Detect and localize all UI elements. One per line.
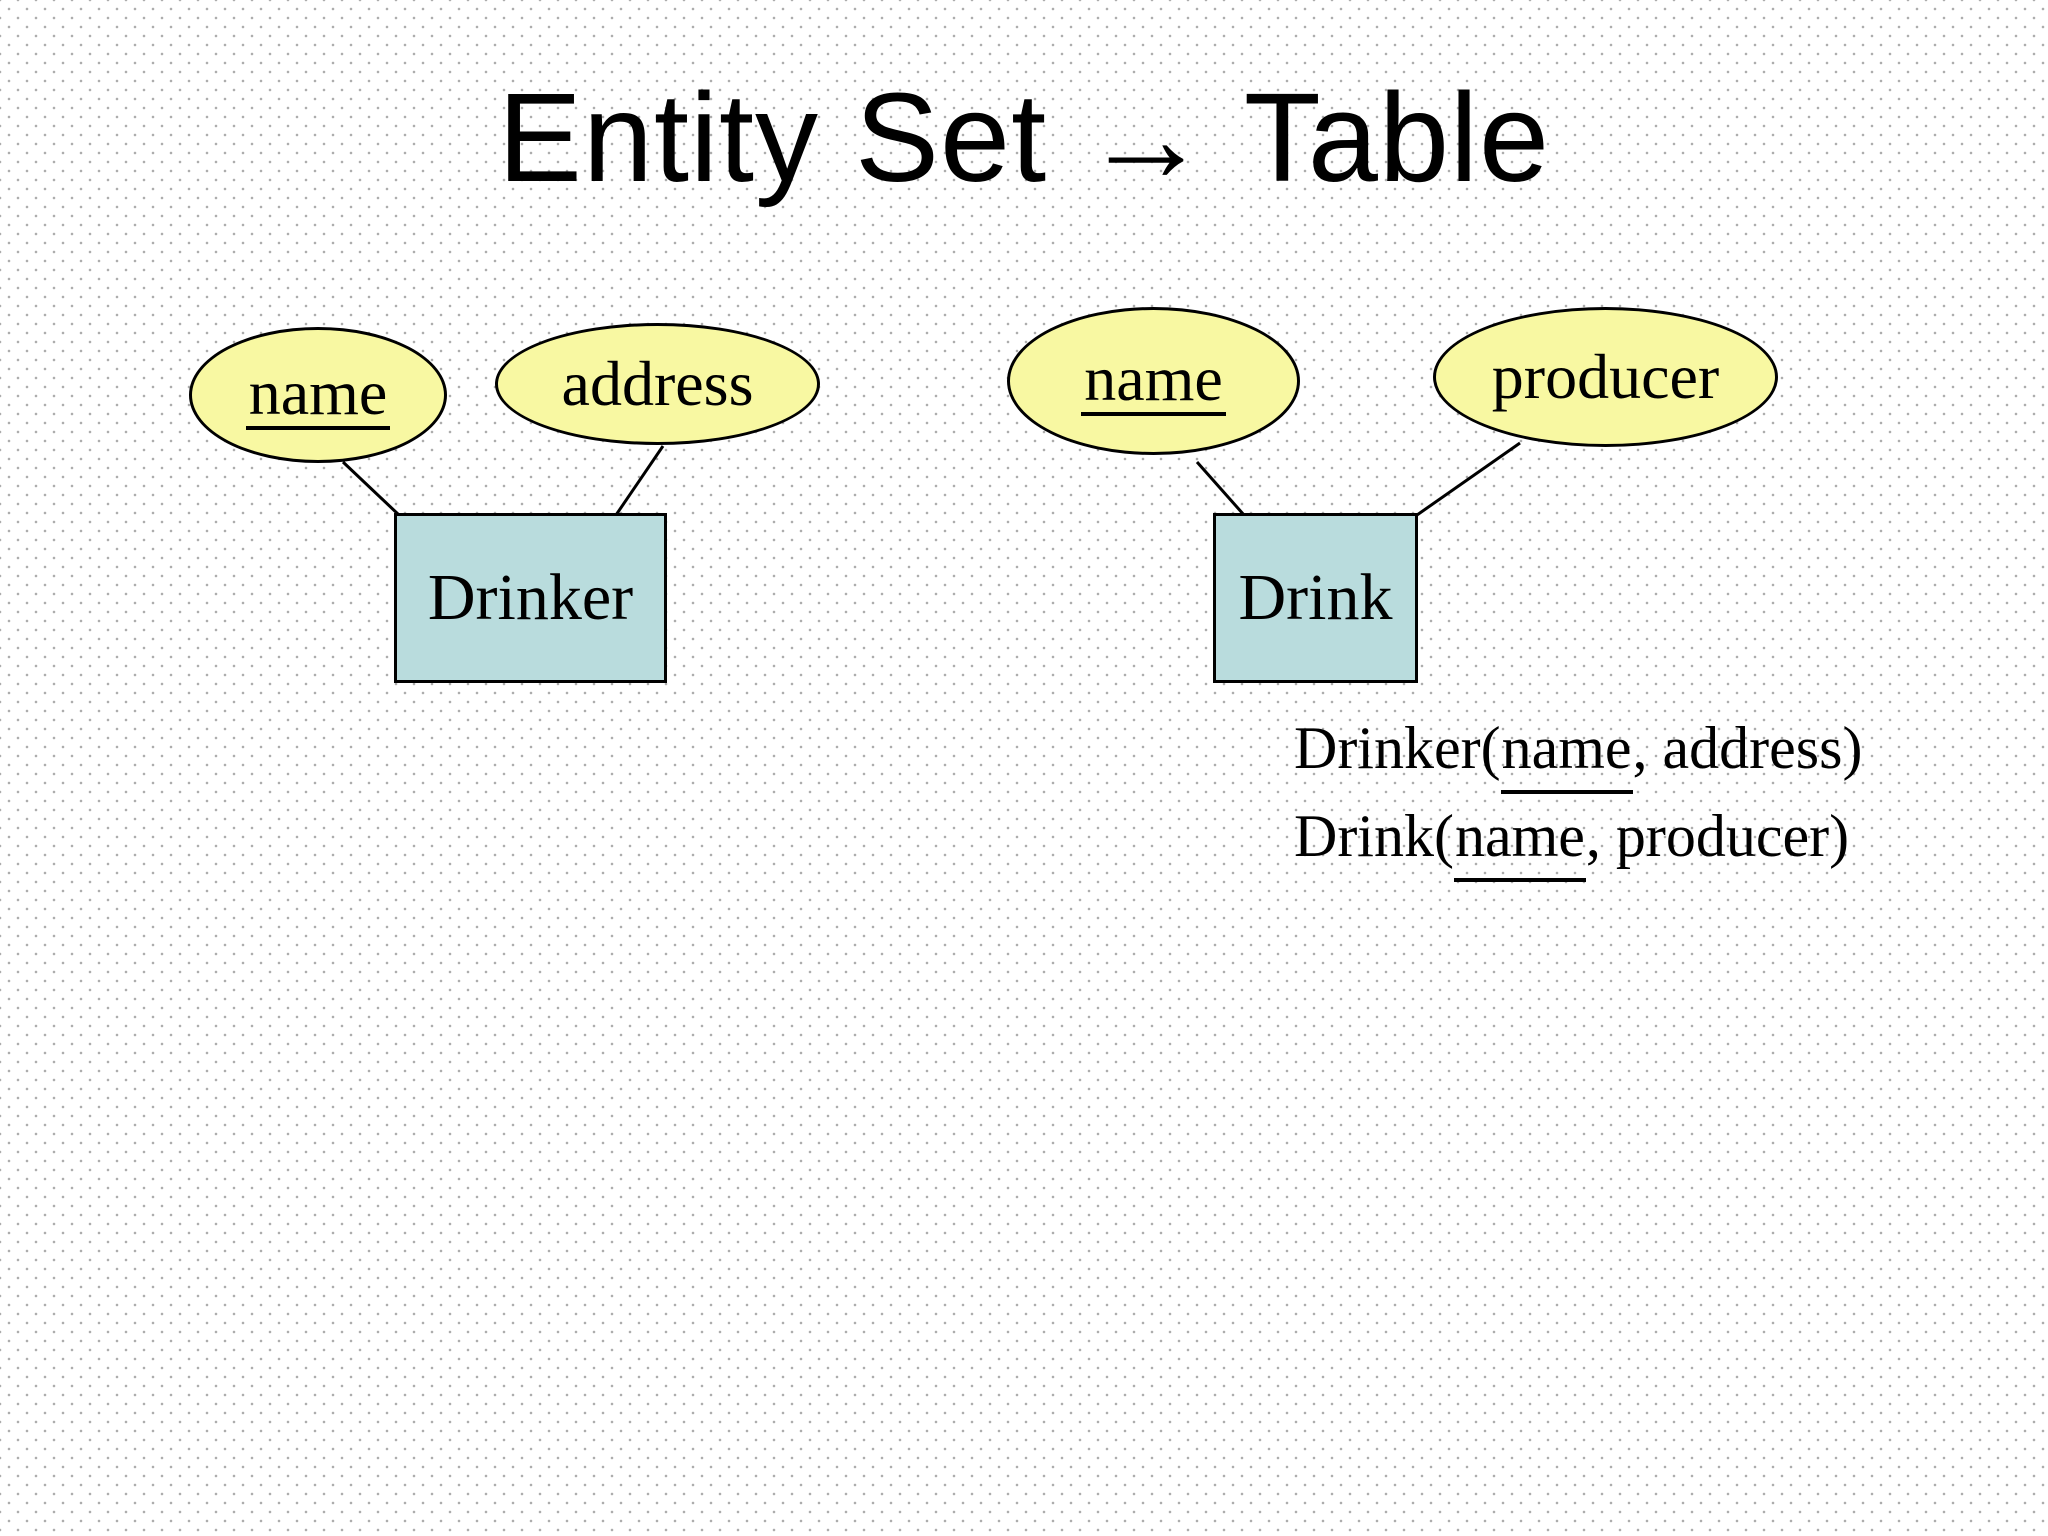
attribute-ellipse-drink-producer: producer — [1433, 307, 1778, 447]
connector-producer-to-drink — [1416, 441, 1521, 517]
schema-line-drinker: Drinker(name, address) — [1294, 706, 1862, 794]
entity-box-drink: Drink — [1213, 513, 1418, 683]
attribute-label-drink-name: name — [1081, 346, 1226, 416]
slide-title: Entity Set → Table — [497, 67, 1551, 208]
attribute-label-drinker-address: address — [561, 348, 754, 419]
attribute-ellipse-drinker-name: name — [189, 327, 447, 463]
schema-drinker-prefix: Drinker( — [1294, 715, 1501, 781]
attribute-ellipse-drink-name: name — [1007, 307, 1300, 455]
schema-drink-suffix: , producer) — [1585, 803, 1850, 869]
connector-address-to-drinker — [614, 445, 665, 516]
schema-drink-prefix: Drink( — [1294, 803, 1454, 869]
connector-name-to-drink — [1195, 461, 1246, 516]
schema-drink-key: name — [1453, 794, 1586, 882]
schema-drinker-key: name — [1500, 706, 1633, 794]
entity-label-drink: Drink — [1238, 561, 1393, 634]
attribute-ellipse-drinker-address: address — [495, 323, 820, 445]
connector-name-to-drinker — [341, 460, 401, 517]
attribute-label-drink-producer: producer — [1491, 341, 1720, 412]
schema-text: Drinker(name, address) Drink(name, produ… — [1294, 706, 1862, 882]
attribute-label-drinker-name: name — [245, 360, 391, 430]
schema-line-drink: Drink(name, producer) — [1294, 794, 1862, 882]
entity-box-drinker: Drinker — [394, 513, 667, 683]
schema-drinker-suffix: , address) — [1632, 715, 1863, 781]
entity-label-drinker: Drinker — [427, 561, 634, 634]
